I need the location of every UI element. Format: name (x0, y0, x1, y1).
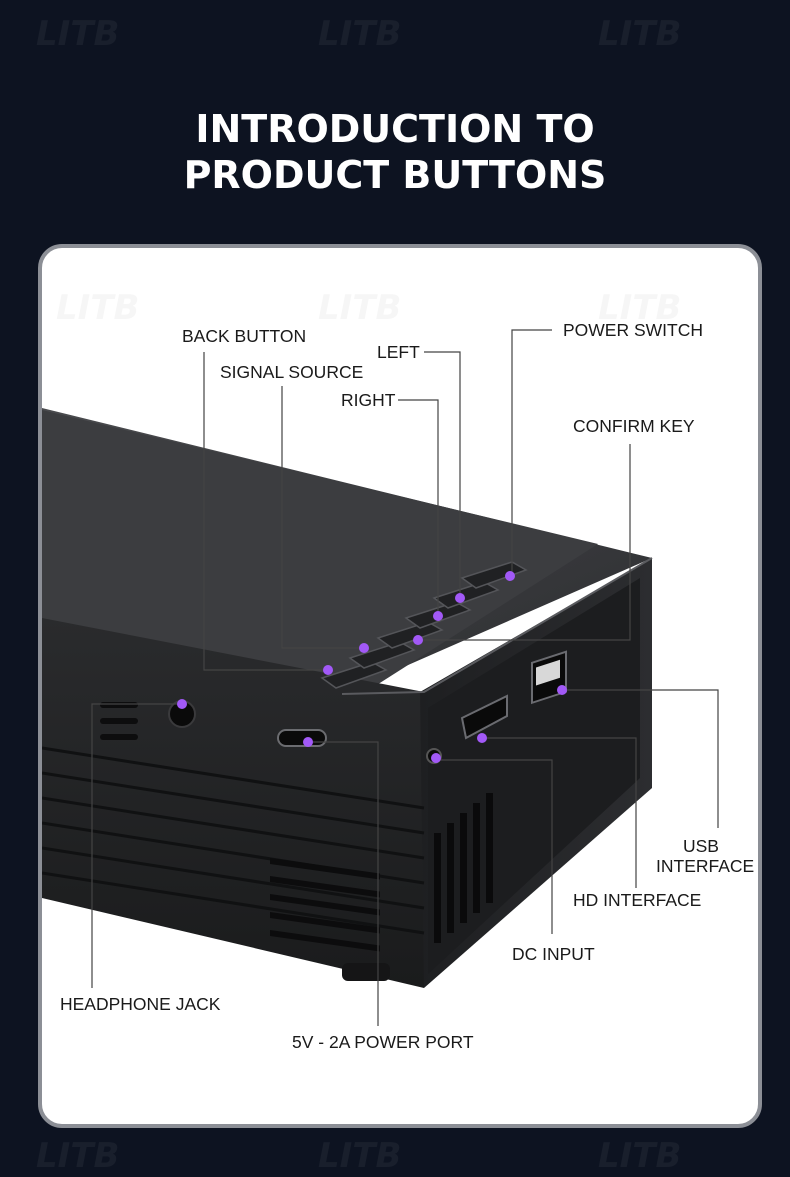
watermark: LITB (56, 288, 139, 328)
watermark: LITB (318, 14, 402, 54)
label-back-button: BACK BUTTON (182, 326, 307, 346)
label-usb-interface: USB INTERFACE (656, 836, 755, 876)
marker-confirm-key (413, 635, 423, 645)
watermark: LITB (318, 1136, 402, 1176)
product-card: LITB LITB LITB BACK BUTTON LEFT POWER SW… (38, 244, 762, 1128)
page-title: INTRODUCTION TO PRODUCT BUTTONS (0, 106, 790, 198)
watermark: LITB (318, 288, 401, 328)
label-signal-source: SIGNAL SOURCE (220, 362, 364, 382)
label-right: RIGHT (341, 390, 396, 410)
marker-power-port (303, 737, 313, 747)
marker-headphone (177, 699, 187, 709)
label-dc-input: DC INPUT (512, 944, 595, 964)
label-power-switch: POWER SWITCH (563, 320, 703, 340)
label-hd-interface: HD INTERFACE (573, 890, 702, 910)
hdmi-port (460, 694, 508, 740)
marker-dc (431, 753, 441, 763)
label-usb-line-1: USB (683, 836, 719, 856)
watermark: LITB (36, 1136, 120, 1176)
marker-back-button (323, 665, 333, 675)
marker-signal-source (359, 643, 369, 653)
label-left: LEFT (377, 342, 420, 362)
label-confirm-key: CONFIRM KEY (573, 416, 695, 436)
marker-usb (557, 685, 567, 695)
usb-c-port (277, 729, 327, 747)
title-line-2: PRODUCT BUTTONS (183, 153, 607, 197)
label-headphone-jack: HEADPHONE JACK (60, 994, 221, 1014)
watermark: LITB (598, 1136, 682, 1176)
label-usb-line-2: INTERFACE (656, 856, 755, 876)
watermark: LITB (598, 14, 682, 54)
device-top-panel (42, 410, 598, 688)
marker-hd (477, 733, 487, 743)
marker-right (433, 611, 443, 621)
projector-illustration (42, 329, 719, 1026)
title-line-1: INTRODUCTION TO (195, 107, 595, 151)
marker-left (455, 593, 465, 603)
marker-power-switch (505, 571, 515, 581)
label-power-port: 5V - 2A POWER PORT (292, 1032, 474, 1052)
watermark: LITB (36, 14, 120, 54)
